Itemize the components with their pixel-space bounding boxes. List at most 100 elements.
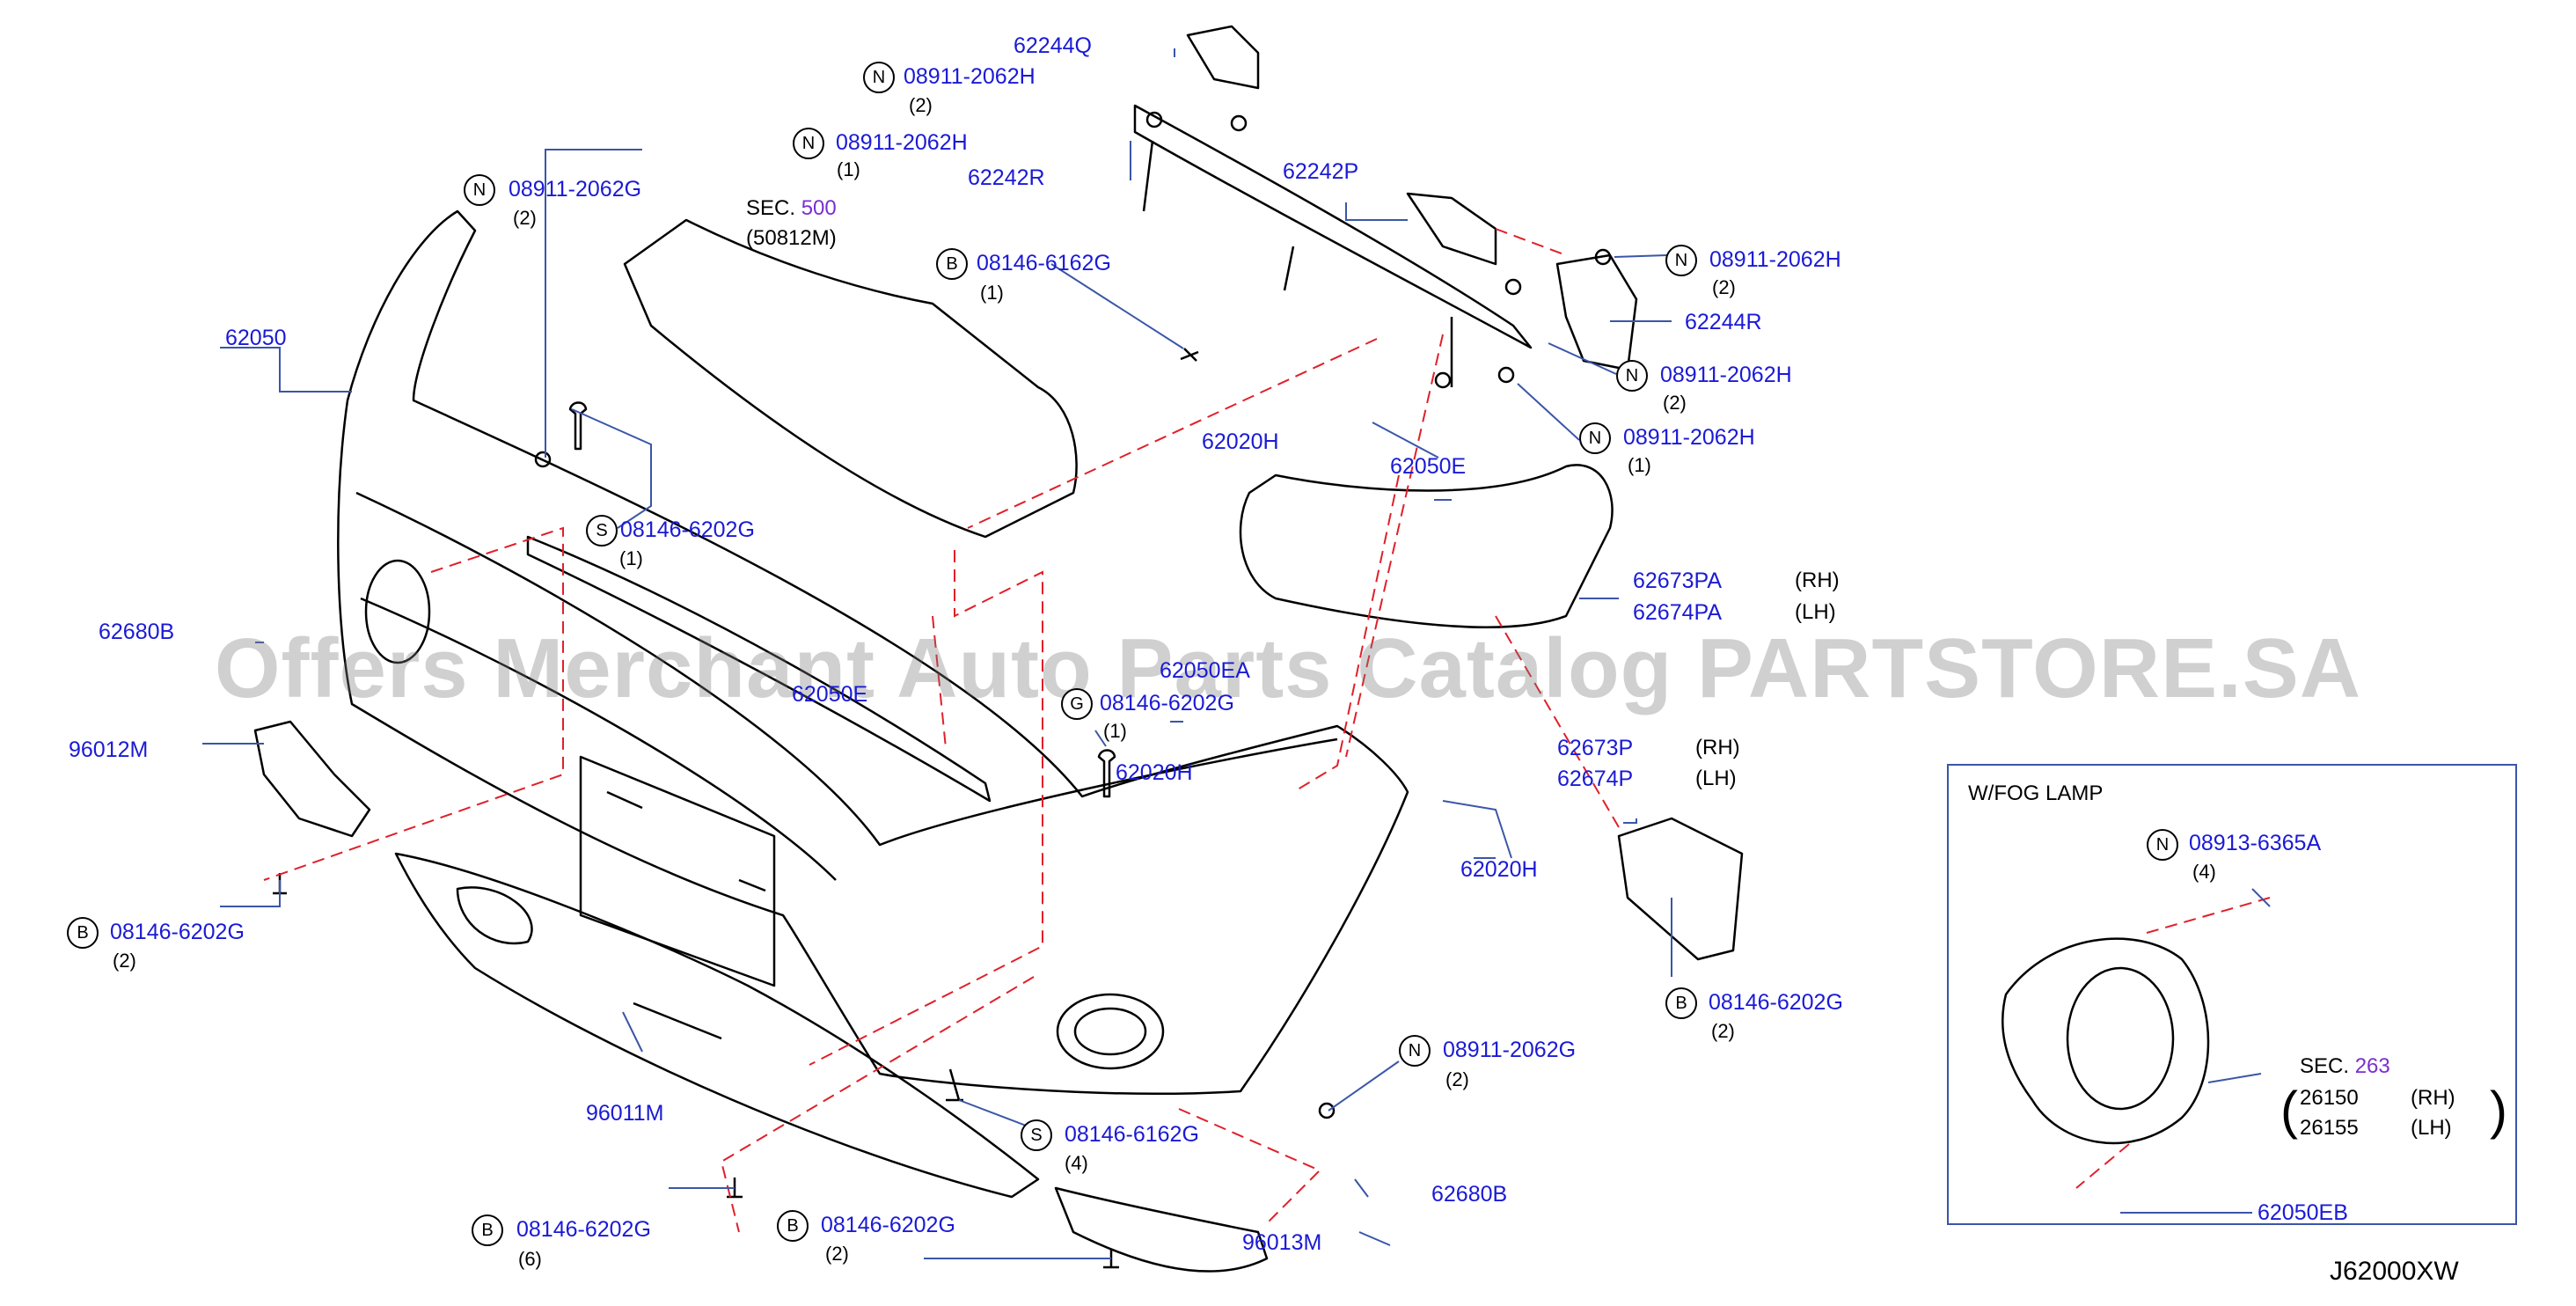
callout-qty: (2) xyxy=(1712,276,1736,298)
callout-62674PA[interactable]: 62674PA xyxy=(1633,600,1723,625)
callout-qty: (2) xyxy=(909,94,933,116)
callout-26155[interactable]: 26155 xyxy=(2300,1116,2359,1140)
callout-qty: (1) xyxy=(837,158,860,180)
callout-62050EA[interactable]: 62050EA xyxy=(1160,658,1250,683)
bumper-fascia xyxy=(337,209,1409,1095)
section-number[interactable]: 500 xyxy=(801,196,837,220)
callout-side: (LH) xyxy=(2411,1116,2452,1140)
bracket-right: ) xyxy=(2490,1081,2507,1140)
callout-side: (RH) xyxy=(1695,736,1740,759)
callout-62673PA[interactable]: 62673PA xyxy=(1633,569,1723,593)
callout-62020H[interactable]: 62020H xyxy=(1460,857,1538,882)
callout-prefix-marker: B xyxy=(67,917,99,949)
callout-96013M[interactable]: 96013M xyxy=(1242,1230,1322,1255)
callout-qty: (1) xyxy=(1103,720,1127,742)
reinforcement-bar xyxy=(526,535,992,803)
callout-62242R[interactable]: 62242R xyxy=(968,165,1045,190)
callout-08911-2062H[interactable]: 08911-2062H xyxy=(836,130,968,155)
callout-prefix-marker: N xyxy=(1616,360,1648,392)
fog-lamp-inset: W/FOG LAMP xyxy=(1947,764,2517,1225)
callout-08146-6202G[interactable]: 08146-6202G xyxy=(1100,691,1234,715)
section-sub-ref: (50812M) xyxy=(746,226,837,250)
callout-prefix-marker: N xyxy=(2147,829,2178,861)
callout-qty: (1) xyxy=(619,547,643,569)
callout-qty: (2) xyxy=(1663,392,1687,414)
callout-prefix-marker: N xyxy=(863,62,895,93)
callout-62673P[interactable]: 62673P xyxy=(1557,736,1634,760)
callout-prefix-marker: S xyxy=(586,515,618,547)
callout-08911-2062G[interactable]: 08911-2062G xyxy=(509,177,642,202)
callout-08911-2062H[interactable]: 08911-2062H xyxy=(904,64,1036,89)
callout-prefix-marker: G xyxy=(1061,688,1093,720)
callout-qty: (2) xyxy=(113,950,136,972)
callout-08913-6365A[interactable]: 08913-6365A xyxy=(2189,831,2322,855)
callout-62050EB[interactable]: 62050EB xyxy=(2258,1200,2348,1225)
energy-absorber xyxy=(1239,464,1614,628)
lower-cover xyxy=(394,852,1040,1199)
callout-side: (RH) xyxy=(2411,1086,2455,1110)
callout-62242P[interactable]: 62242P xyxy=(1283,159,1359,184)
callout-08146-6202G[interactable]: 08146-6202G xyxy=(821,1213,955,1237)
diagram-code: J62000XW xyxy=(2330,1257,2459,1286)
callout-08146-6162G[interactable]: 08146-6162G xyxy=(1065,1122,1199,1147)
callout-prefix-marker: B xyxy=(472,1214,503,1246)
callout-08146-6202G[interactable]: 08146-6202G xyxy=(516,1217,651,1242)
section-number[interactable]: 263 xyxy=(2354,1054,2390,1078)
callout-26150[interactable]: 26150 xyxy=(2300,1086,2359,1110)
callout-prefix-marker: B xyxy=(936,248,968,280)
callout-prefix-marker: B xyxy=(1665,987,1697,1019)
callout-qty: (2) xyxy=(1445,1068,1469,1090)
callout-62244Q[interactable]: 62244Q xyxy=(1014,33,1092,58)
callout-side: (RH) xyxy=(1795,569,1840,592)
callout-08911-2062H[interactable]: 08911-2062H xyxy=(1660,363,1792,387)
section-ref-label: SEC. 500 xyxy=(746,198,837,219)
callout-62680B[interactable]: 62680B xyxy=(99,620,175,644)
callout-08146-6202G[interactable]: 08146-6202G xyxy=(1709,990,1843,1015)
callout-prefix-marker: N xyxy=(1665,245,1697,276)
callout-qty: (4) xyxy=(1065,1152,1088,1174)
callout-prefix-marker: N xyxy=(793,128,824,159)
callout-96012M[interactable]: 96012M xyxy=(69,737,149,762)
callout-08146-6162G[interactable]: 08146-6162G xyxy=(977,251,1111,275)
callout-62050E[interactable]: 62050E xyxy=(1390,454,1467,479)
callout-qty: (1) xyxy=(1628,454,1651,476)
callout-62020H[interactable]: 62020H xyxy=(1202,429,1279,454)
callout-prefix-marker: N xyxy=(1579,422,1611,454)
section-sec-label: SEC. xyxy=(2300,1054,2350,1078)
callout-qty: (2) xyxy=(825,1243,849,1265)
valance xyxy=(1054,1186,1269,1273)
callout-prefix-marker: B xyxy=(777,1210,809,1242)
callout-62050[interactable]: 62050 xyxy=(225,326,287,350)
callout-62674P[interactable]: 62674P xyxy=(1557,767,1634,791)
bracket-left: ( xyxy=(2280,1081,2298,1140)
fog-lamp-box-title: W/FOG LAMP xyxy=(1968,781,2104,805)
callout-62050E[interactable]: 62050E xyxy=(792,682,868,707)
callout-prefix-marker: S xyxy=(1021,1119,1052,1151)
callout-side: (LH) xyxy=(1695,767,1737,790)
callout-prefix-marker: N xyxy=(464,174,495,206)
section-ref-label: SEC. 263 xyxy=(2300,1056,2390,1077)
callout-96011M[interactable]: 96011M xyxy=(586,1101,664,1126)
fog-lamp xyxy=(2002,937,2210,1145)
bumper-armature xyxy=(1133,104,1533,349)
callout-side: (LH) xyxy=(1795,600,1836,624)
callout-62020H[interactable]: 62020H xyxy=(1116,760,1193,785)
callout-62680B[interactable]: 62680B xyxy=(1431,1182,1508,1207)
callout-08911-2062H[interactable]: 08911-2062H xyxy=(1709,247,1841,272)
watermark: Offers Merchant Auto Parts Catalog PARTS… xyxy=(214,621,2362,715)
callout-qty: (1) xyxy=(980,282,1004,304)
callout-08911-2062H[interactable]: 08911-2062H xyxy=(1623,425,1755,450)
undercover xyxy=(623,218,1078,539)
callout-qty: (4) xyxy=(2192,861,2216,883)
callout-08911-2062G[interactable]: 08911-2062G xyxy=(1443,1038,1577,1062)
callout-08146-6202G[interactable]: 08146-6202G xyxy=(620,517,755,542)
callout-qty: (6) xyxy=(518,1248,542,1270)
callout-qty: (2) xyxy=(513,207,537,229)
callout-qty: (2) xyxy=(1711,1020,1735,1042)
callout-08146-6202G[interactable]: 08146-6202G xyxy=(110,920,245,944)
section-sec-label: SEC. xyxy=(746,196,796,220)
callout-62244R[interactable]: 62244R xyxy=(1685,310,1762,334)
callout-prefix-marker: N xyxy=(1399,1035,1431,1067)
